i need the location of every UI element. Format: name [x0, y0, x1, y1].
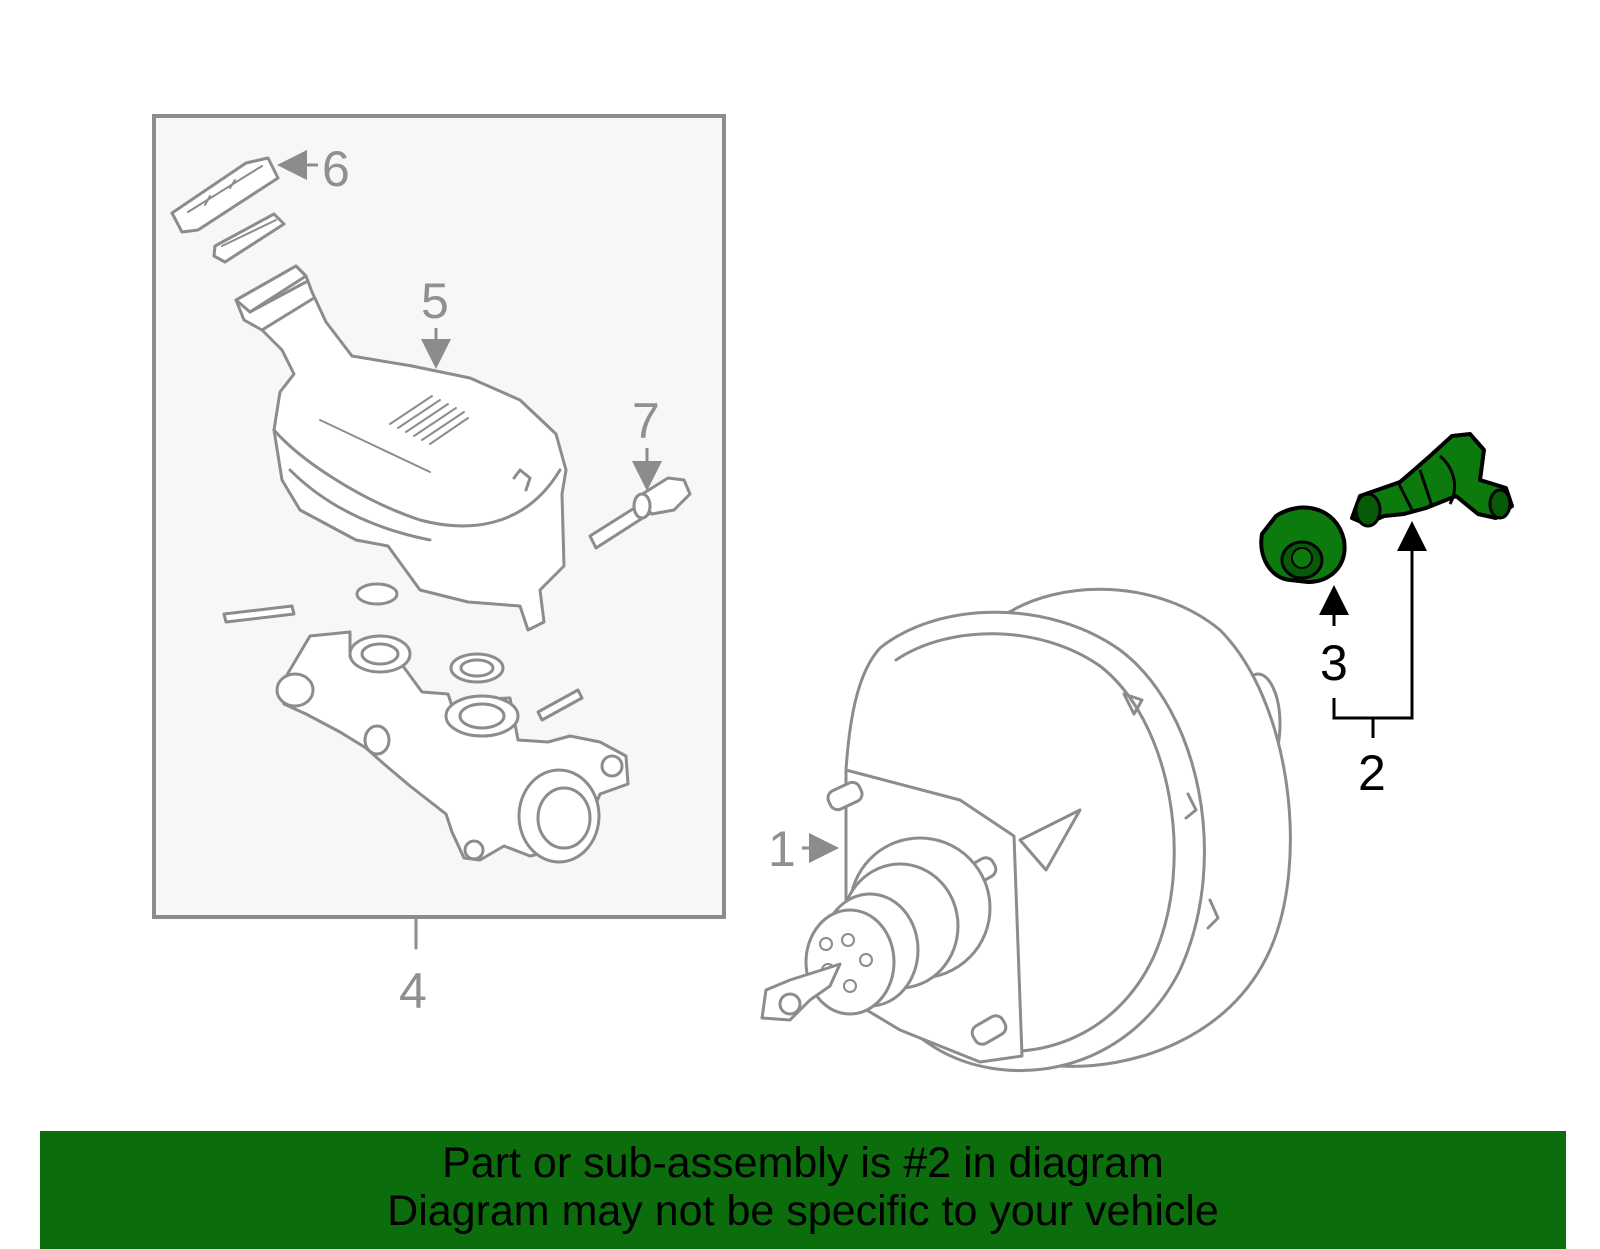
reservoir-tank	[222, 264, 568, 632]
footer-line-2: Diagram may not be specific to your vehi…	[387, 1187, 1219, 1235]
footer-line-1: Part or sub-assembly is #2 in diagram	[442, 1139, 1164, 1187]
footer-banner: Part or sub-assembly is #2 in diagram Di…	[40, 1131, 1566, 1249]
callout-1: 1	[768, 821, 796, 877]
retaining-pin	[588, 476, 692, 550]
callout-5: 5	[421, 273, 449, 329]
callout-2: 2	[1358, 745, 1386, 801]
callout-7: 7	[632, 393, 660, 449]
master-cylinder-body	[275, 630, 630, 864]
callout-3: 3	[1320, 635, 1348, 691]
brake-booster	[760, 587, 1292, 1073]
grommet-part-3	[1259, 505, 1347, 584]
callout-4: 4	[399, 963, 427, 1019]
check-valve-part-2	[1350, 432, 1514, 528]
callout-leaders	[277, 150, 1427, 863]
reservoir-cap	[170, 156, 286, 264]
callout-6: 6	[322, 141, 350, 197]
